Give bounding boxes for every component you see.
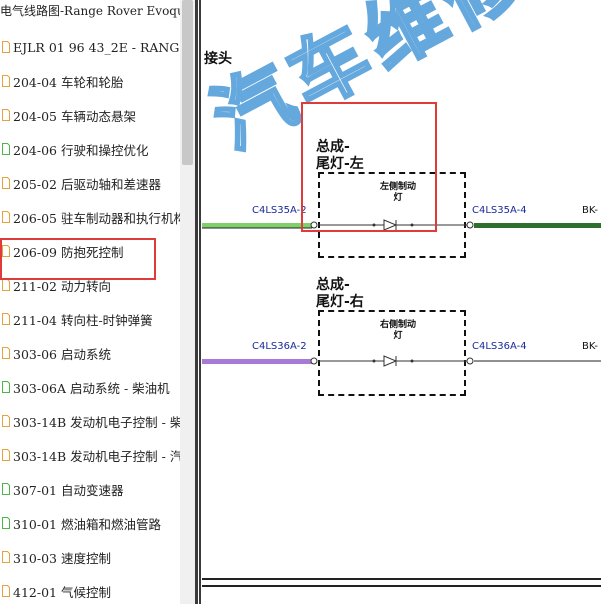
highlight-box-tree-item	[0, 238, 156, 280]
page-icon	[2, 143, 10, 155]
ground-label-2: BK-	[582, 341, 598, 352]
sidebar-tree: 电气线路图-Range Rover Evoque EJLR 01 96 43_2…	[0, 0, 195, 604]
tree-item[interactable]: 303-06A 启动系统 - 柴油机	[0, 370, 180, 404]
tree-item-label: 204-06 行驶和操控优化	[13, 142, 149, 158]
section-heading: 接头	[204, 51, 232, 67]
brake-lamp-right-label-line2: 灯	[393, 331, 403, 341]
tree-item-label: 310-03 速度控制	[13, 550, 111, 566]
node-dot-right-2	[410, 359, 414, 363]
tree-item-label: 204-05 车辆动态悬架	[13, 108, 136, 124]
pin-right-2	[466, 357, 474, 365]
node-dot-left-2	[410, 223, 414, 227]
pin-right-1	[466, 221, 474, 229]
tree-item[interactable]: 204-05 车辆动态悬架	[0, 98, 180, 132]
assembly-title-right-line2: 尾灯-右	[316, 294, 364, 310]
brake-lamp-right-label-line1: 右侧制动	[379, 320, 416, 330]
page-icon	[2, 75, 10, 87]
tree-item[interactable]: 211-04 转向柱-时钟弹簧	[0, 302, 180, 336]
brake-lamp-left-label-line2: 灯	[393, 193, 403, 203]
tree-item[interactable]: 205-02 后驱动轴和差速器	[0, 166, 180, 200]
page-icon	[2, 41, 10, 53]
tree-item[interactable]: 206-09 防抱死控制	[0, 234, 180, 268]
sidebar-scroll-thumb[interactable]	[182, 0, 193, 165]
pin-label-left-1: C4LS35A-2	[252, 205, 307, 216]
pane-divider[interactable]	[195, 0, 198, 604]
page-icon	[2, 483, 10, 495]
tree-item[interactable]: 412-01 气候控制	[0, 574, 180, 604]
page-icon	[2, 211, 10, 223]
assembly-title-left-line1: 总成-	[316, 139, 350, 155]
tree-item-label: 204-04 车轮和轮胎	[13, 74, 124, 90]
circuit-right-lamp	[202, 355, 601, 367]
page-icon	[2, 381, 10, 393]
led-symbol-left	[383, 219, 398, 231]
pin-label-left-2: C4LS36A-2	[252, 341, 307, 352]
frame-line-bottom-1	[202, 578, 601, 580]
tail-lamp-left-box	[318, 172, 466, 258]
tree-item[interactable]: 204-04 车轮和轮胎	[0, 64, 180, 98]
tree-root-label[interactable]: 电气线路图-Range Rover Evoque	[0, 4, 180, 18]
tree-item-label: 303-06 启动系统	[13, 346, 111, 362]
page-icon	[2, 313, 10, 325]
tree-item[interactable]: 303-14B 发动机电子控制 - 汽油机	[0, 438, 180, 472]
tree-item-label: 206-09 防抱死控制	[13, 244, 124, 260]
tree-item[interactable]: 310-01 燃油箱和燃油管路	[0, 506, 180, 540]
tail-lamp-right-box	[318, 310, 466, 396]
tree-item-label: 310-01 燃油箱和燃油管路	[13, 516, 161, 532]
wire-green	[202, 223, 312, 228]
tree-item[interactable]: 211-02 动力转向	[0, 268, 180, 302]
tree-item-label: 211-02 动力转向	[13, 278, 111, 294]
tree-item[interactable]: 307-01 自动变速器	[0, 472, 180, 506]
page-icon	[2, 449, 10, 461]
tree-item-label: 303-06A 启动系统 - 柴油机	[13, 380, 170, 396]
page-icon	[2, 347, 10, 359]
wire-right-green	[474, 223, 601, 228]
page-icon	[2, 279, 10, 291]
tree-item-label: 303-14B 发动机电子控制 - 柴油机	[13, 414, 180, 430]
wire-purple	[202, 359, 312, 364]
page-icon	[2, 109, 10, 121]
tree-item-label: EJLR 01 96 43_2E - RANGE ROVER EVOQUE	[13, 39, 180, 55]
brake-lamp-left-label-line1: 左侧制动	[379, 182, 416, 192]
page-icon	[2, 415, 10, 427]
page-icon	[2, 585, 10, 597]
tree-item-label: 303-14B 发动机电子控制 - 汽油机	[13, 448, 180, 464]
frame-line-bottom-2	[202, 585, 601, 587]
pin-left-2	[310, 357, 318, 365]
pane-divider-inner	[199, 0, 201, 604]
page-icon	[2, 551, 10, 563]
tree-item[interactable]: EJLR 01 96 43_2E - RANGE ROVER EVOQUE	[0, 30, 180, 64]
led-symbol-right	[383, 355, 398, 367]
circuit-left-lamp	[202, 219, 601, 231]
frame-line-top	[202, 0, 601, 1]
assembly-title-left-line2: 尾灯-左	[316, 156, 364, 172]
tree-item-label: 205-02 后驱动轴和差速器	[13, 176, 161, 192]
page-icon	[2, 517, 10, 529]
tree-item-label: 307-01 自动变速器	[13, 482, 124, 498]
tree-item[interactable]: 303-06 启动系统	[0, 336, 180, 370]
node-dot-left	[372, 223, 376, 227]
tree-item[interactable]: 206-05 驻车制动器和执行机构	[0, 200, 180, 234]
pin-label-right-1: C4LS35A-4	[472, 205, 527, 216]
assembly-title-right-line1: 总成-	[316, 277, 350, 293]
tree-item[interactable]: 303-14B 发动机电子控制 - 柴油机	[0, 404, 180, 438]
page-icon	[2, 177, 10, 189]
ground-label-1: BK-	[582, 205, 598, 216]
tree-item[interactable]: 310-03 速度控制	[0, 540, 180, 574]
highlight-box-left-lamp	[301, 102, 437, 232]
tree-item-label: 412-01 气候控制	[13, 584, 111, 600]
tree-item-label: 206-05 驻车制动器和执行机构	[13, 210, 180, 226]
tree-item-label: 211-04 转向柱-时钟弹簧	[13, 312, 153, 328]
pin-label-right-2: C4LS36A-4	[472, 341, 527, 352]
node-dot-right	[372, 359, 376, 363]
wiring-diagram: 汽车维修 接头 总成- 尾灯-左 左侧制动 灯 C4LS35A-2 C4LS35…	[202, 0, 601, 604]
watermark: 汽车维修	[202, 0, 601, 200]
pin-left-1	[310, 221, 318, 229]
page-icon	[2, 245, 10, 257]
tree-item[interactable]: 204-06 行驶和操控优化	[0, 132, 180, 166]
